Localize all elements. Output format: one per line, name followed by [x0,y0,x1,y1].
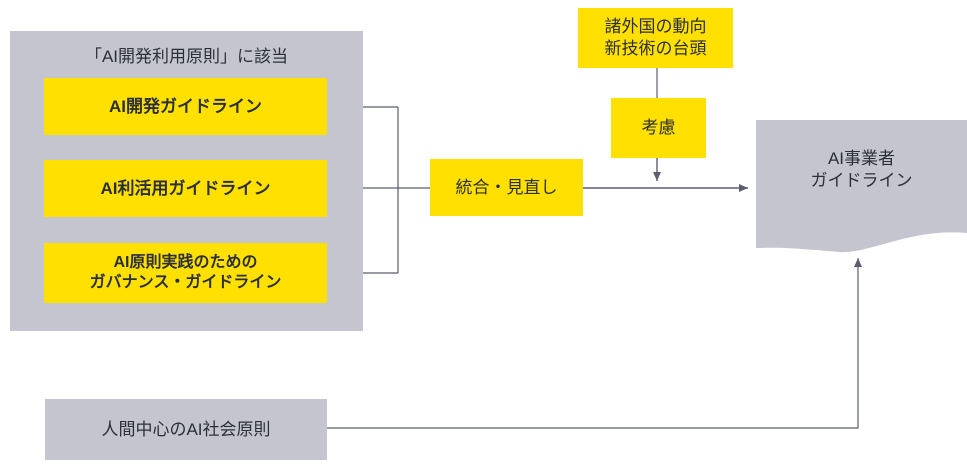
node-integrate-and-revise[interactable]: 統合・見直し [430,159,583,216]
node-ai-governance-guideline[interactable]: AI原則実践のための ガバナンス・ガイドライン [44,243,327,303]
connector-principles-to-target [327,258,862,429]
target-shape [756,120,967,253]
node-consideration[interactable]: 考慮 [611,98,706,158]
node-ai-business-operator-guideline[interactable]: AI事業者 ガイドライン [810,149,913,190]
node-human-centric-ai-society-principles[interactable]: 人間中心のAI社会原則 [45,399,327,460]
node-ai-utilization-guideline[interactable]: AI利活用ガイドライン [44,160,327,217]
node-foreign-trends-new-technology[interactable]: 諸外国の動向 新技術の台頭 [578,8,733,68]
group-panel-title: 「AI開発利用原則」に該当 [84,47,289,66]
node-ai-development-guideline[interactable]: AI開発ガイドライン [44,78,327,135]
